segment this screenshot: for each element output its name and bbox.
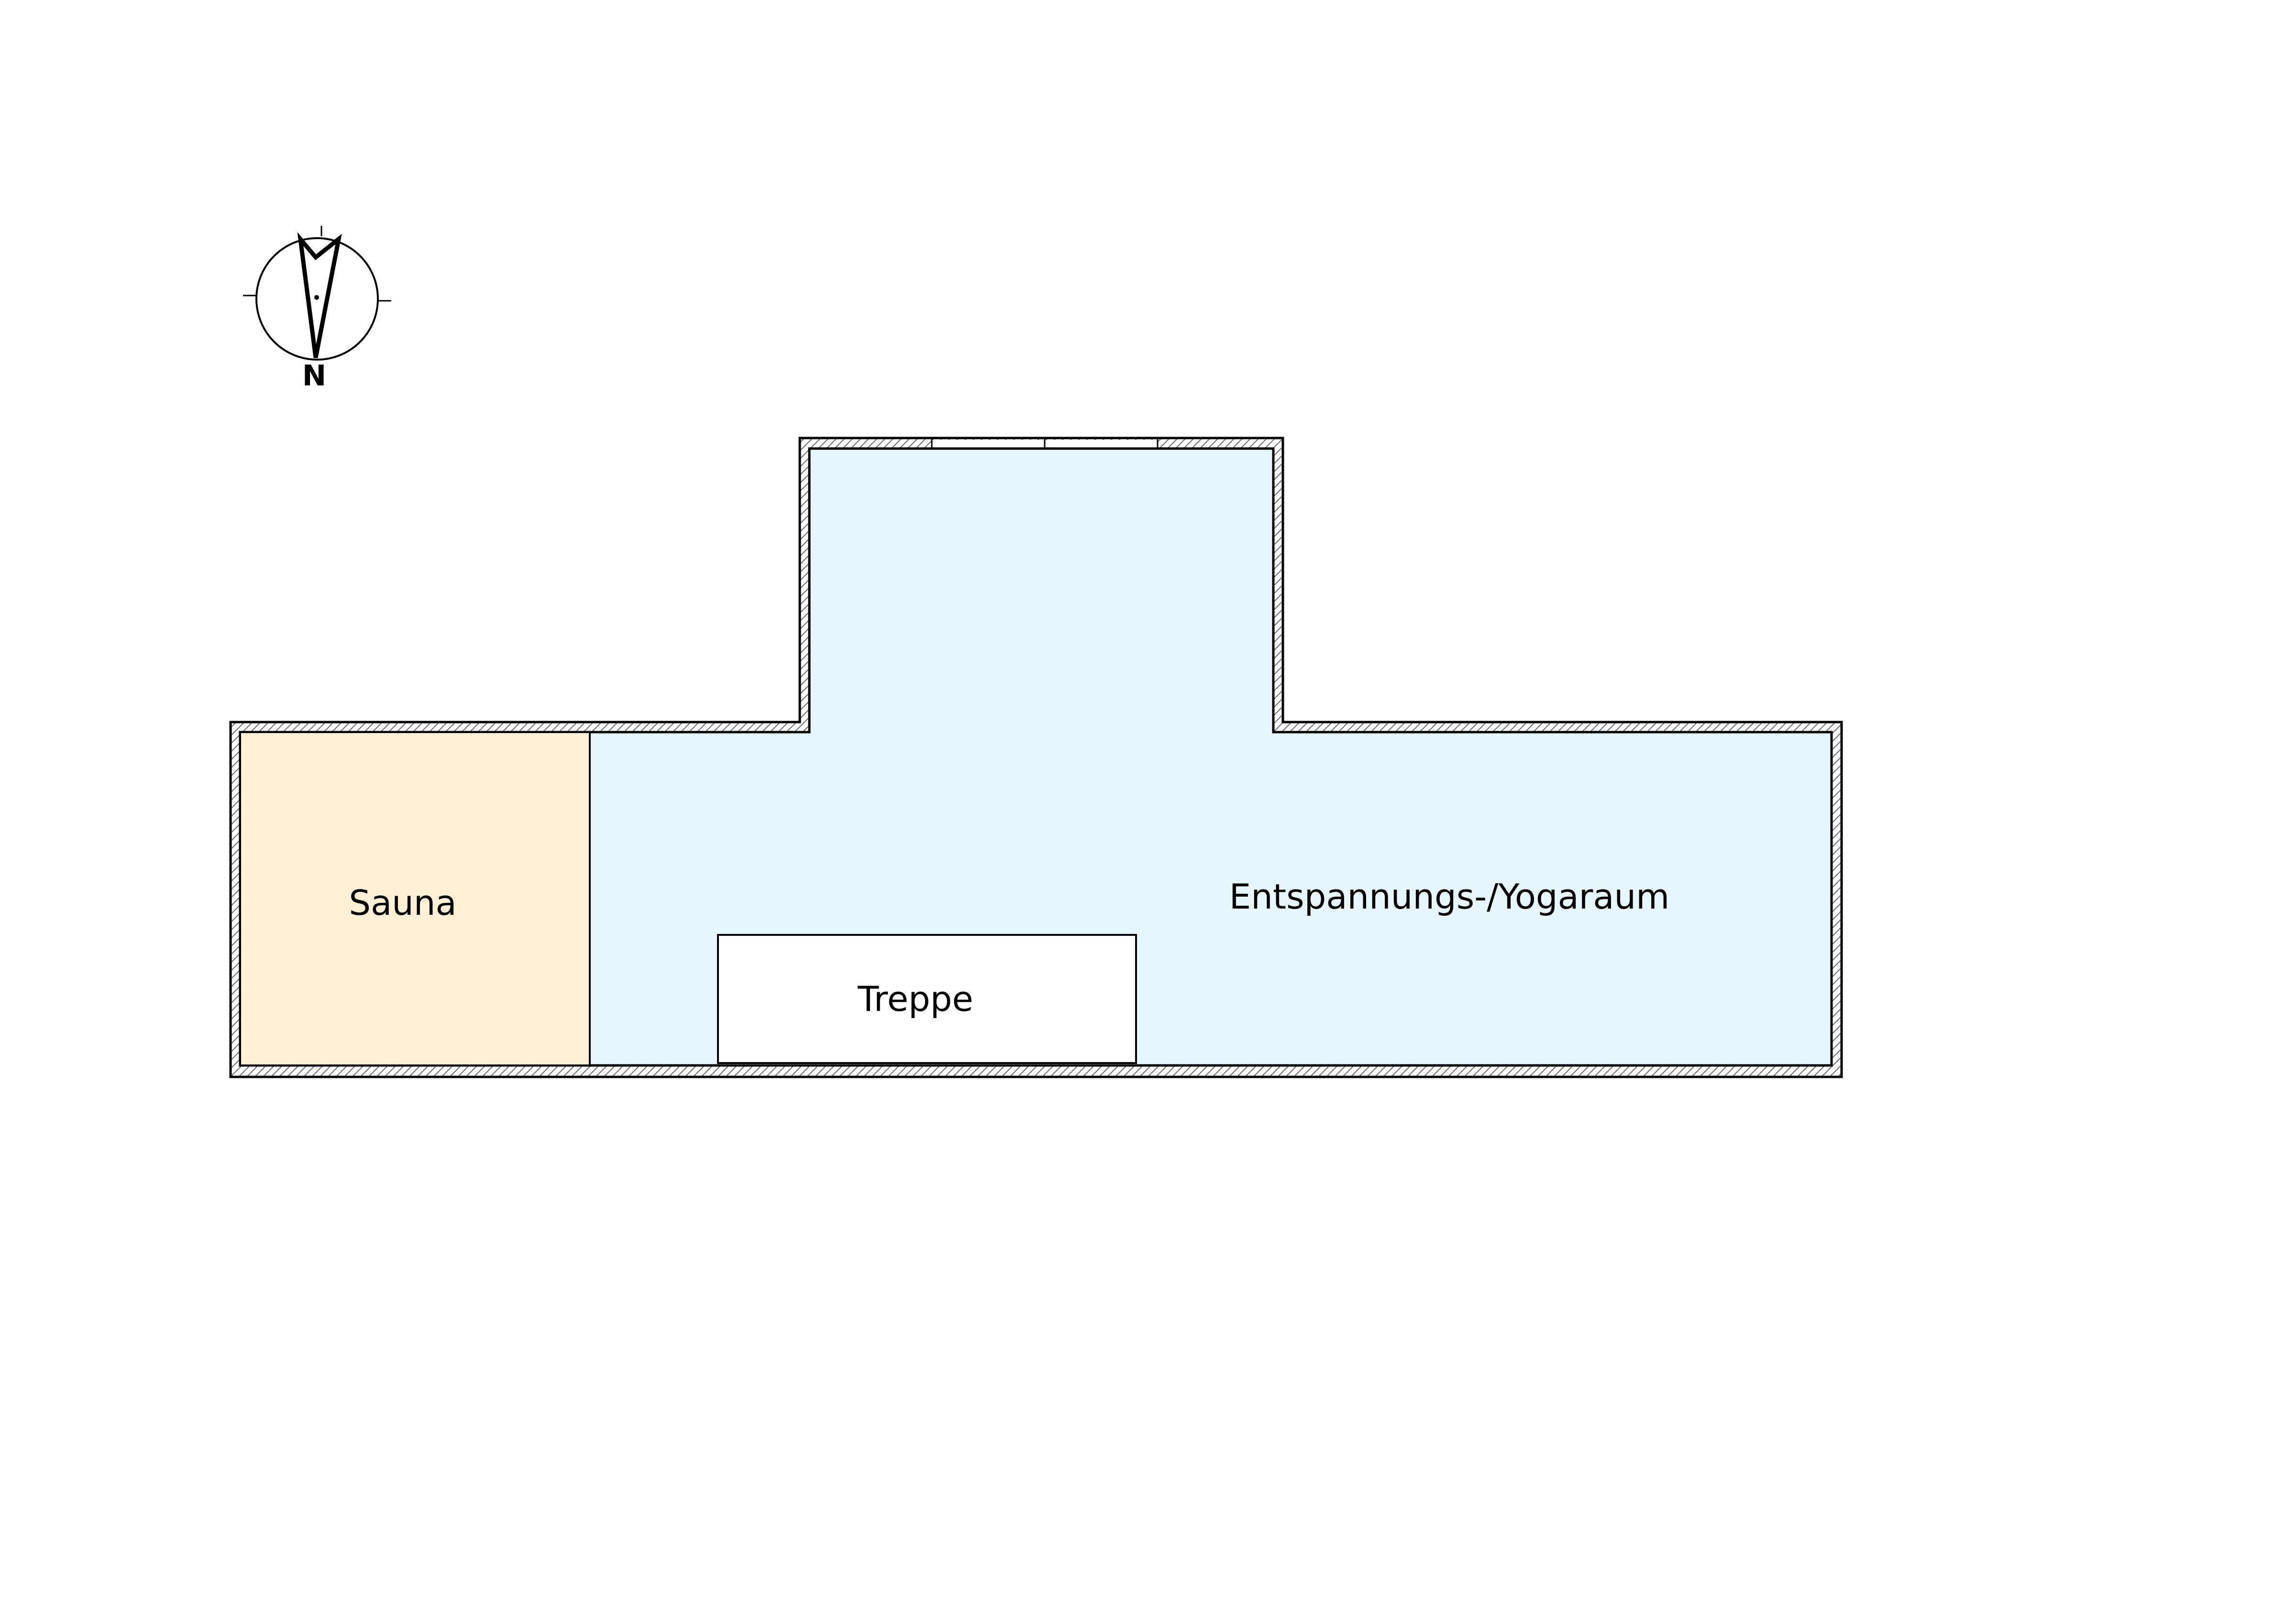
room-label-stairs: Treppe	[857, 979, 973, 1019]
room-sauna	[239, 731, 591, 1066]
north-arrow-compass-icon: N	[243, 226, 391, 393]
room-label-sauna: Sauna	[349, 883, 456, 923]
room-stairs	[717, 934, 1137, 1064]
north-label: N	[302, 359, 326, 393]
room-yoga	[239, 447, 1833, 1067]
room-label-yoga: Entspannungs-/Yogaraum	[1229, 877, 1669, 917]
